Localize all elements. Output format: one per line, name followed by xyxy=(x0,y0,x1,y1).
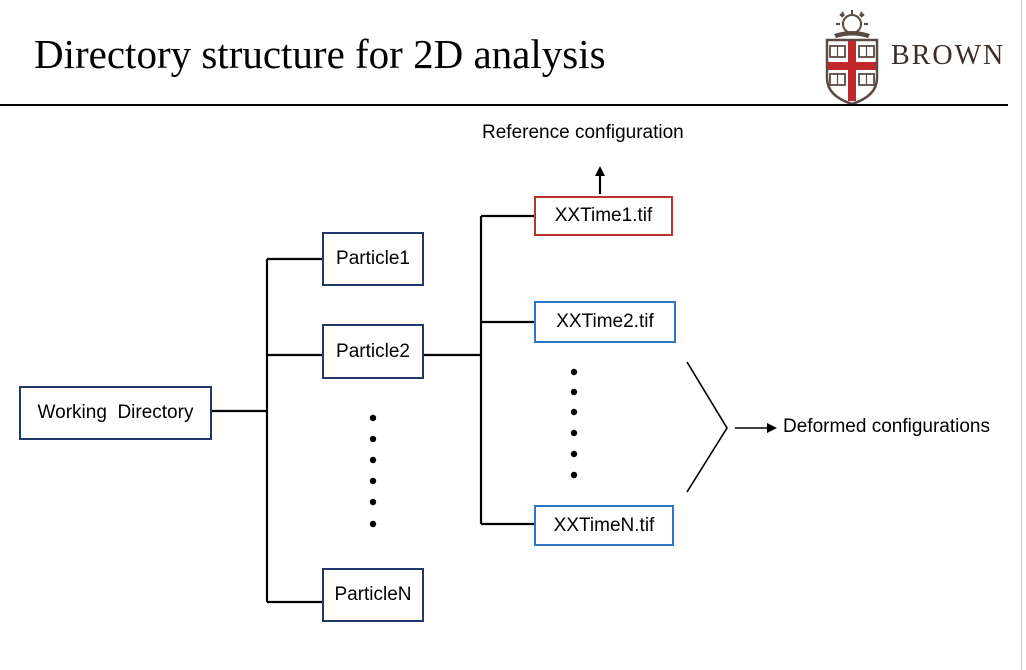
ellipsis-dot xyxy=(369,414,377,422)
ellipsis-dot xyxy=(369,435,377,443)
ellipsis-dot xyxy=(369,498,377,506)
file2-box: XXTime2.tif xyxy=(534,301,676,343)
particle2-box: Particle2 xyxy=(322,324,424,379)
ellipsis-dot xyxy=(369,456,377,464)
slide-edge xyxy=(1021,0,1022,670)
brown-shield-logo xyxy=(825,10,879,106)
ellipsis-dot xyxy=(570,471,578,479)
working-directory-box: Working Directory xyxy=(19,386,212,440)
fileN-box: XXTimeN.tif xyxy=(534,505,674,546)
ellipsis-dot xyxy=(369,477,377,485)
reference-configuration-label: Reference configuration xyxy=(482,122,684,143)
ellipsis-dot xyxy=(570,368,578,376)
deformed-bracket xyxy=(686,361,728,493)
ellipsis-dot xyxy=(570,408,578,416)
crest-icon xyxy=(834,10,870,38)
ellipsis-dot xyxy=(570,388,578,396)
title-divider xyxy=(0,104,1008,106)
reference-file-box: XXTime1.tif xyxy=(534,196,673,236)
slide-title: Directory structure for 2D analysis xyxy=(34,31,606,77)
ellipsis-dot xyxy=(369,520,377,528)
particle1-box: Particle1 xyxy=(322,232,424,286)
brown-wordmark: BROWN xyxy=(891,40,1006,71)
ellipsis-dot xyxy=(570,450,578,458)
particleN-box: ParticleN xyxy=(322,568,424,622)
ellipsis-dot xyxy=(570,429,578,437)
deformed-configurations-label: Deformed configurations xyxy=(783,416,990,437)
